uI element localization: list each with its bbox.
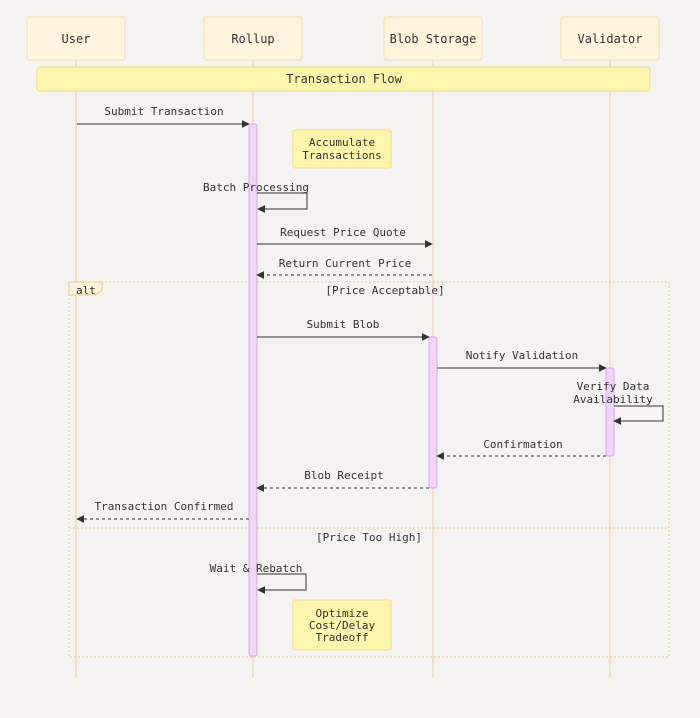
message-wait-and-rebatch: Wait & Rebatch <box>210 562 307 594</box>
message-transaction-confirmed-label: Transaction Confirmed <box>94 500 233 513</box>
alt-block: alt [Price Acceptable] [Price Too High] <box>68 281 670 658</box>
transaction-flow-banner: Transaction Flow <box>36 66 651 92</box>
note-optimize-tradeoff: Optimize Cost/Delay Tradeoff <box>292 599 392 651</box>
activation-validator <box>605 367 615 457</box>
message-batch-processing-label: Batch Processing <box>203 181 309 194</box>
message-notify-validation: Notify Validation <box>437 349 607 372</box>
activation-blob-storage <box>428 336 438 489</box>
message-notify-validation-label: Notify Validation <box>466 349 579 362</box>
participant-blob-storage-label: Blob Storage <box>390 32 477 46</box>
message-submit-blob-label: Submit Blob <box>307 318 380 331</box>
participant-validator: Validator <box>560 16 660 61</box>
note-optimize-line-2: Cost/Delay <box>309 619 376 632</box>
message-verify-line-1: Verify Data <box>577 380 650 393</box>
message-request-price-quote-label: Request Price Quote <box>280 226 406 239</box>
participant-user-label: User <box>62 32 91 46</box>
message-return-current-price-label: Return Current Price <box>279 257 411 270</box>
message-transaction-confirmed: Transaction Confirmed <box>76 500 249 523</box>
message-wait-and-rebatch-label: Wait & Rebatch <box>210 562 303 575</box>
message-return-current-price: Return Current Price <box>256 257 432 279</box>
participant-rollup: Rollup <box>203 16 303 61</box>
note-optimize-line-1: Optimize <box>316 607 369 620</box>
alt-keyword: alt <box>76 284 96 297</box>
message-blob-receipt-label: Blob Receipt <box>304 469 383 482</box>
note-accumulate-transactions: Accumulate Transactions <box>292 129 392 169</box>
activation-rollup <box>248 123 258 657</box>
message-confirmation: Confirmation <box>436 438 606 460</box>
participant-blob-storage: Blob Storage <box>383 16 483 61</box>
banner-label: Transaction Flow <box>286 72 402 86</box>
alt-condition-price-too-high: [Price Too High] <box>316 531 422 544</box>
message-submit-blob: Submit Blob <box>257 318 430 341</box>
participant-rollup-label: Rollup <box>231 32 274 46</box>
message-blob-receipt: Blob Receipt <box>256 469 429 492</box>
message-request-price-quote: Request Price Quote <box>257 226 433 248</box>
message-submit-transaction-label: Submit Transaction <box>104 105 223 118</box>
participant-user: User <box>26 16 126 61</box>
message-confirmation-label: Confirmation <box>483 438 562 451</box>
alt-condition-price-acceptable: [Price Acceptable] <box>325 284 444 297</box>
message-verify-data-availability: Verify Data Availability <box>573 380 664 425</box>
message-verify-line-2: Availability <box>573 393 653 406</box>
message-submit-transaction: Submit Transaction <box>77 105 250 128</box>
note-accumulate-line-1: Accumulate <box>309 136 375 149</box>
note-optimize-line-3: Tradeoff <box>316 631 369 644</box>
note-accumulate-line-2: Transactions <box>302 149 381 162</box>
message-batch-processing: Batch Processing <box>203 181 309 213</box>
participant-validator-label: Validator <box>577 32 642 46</box>
